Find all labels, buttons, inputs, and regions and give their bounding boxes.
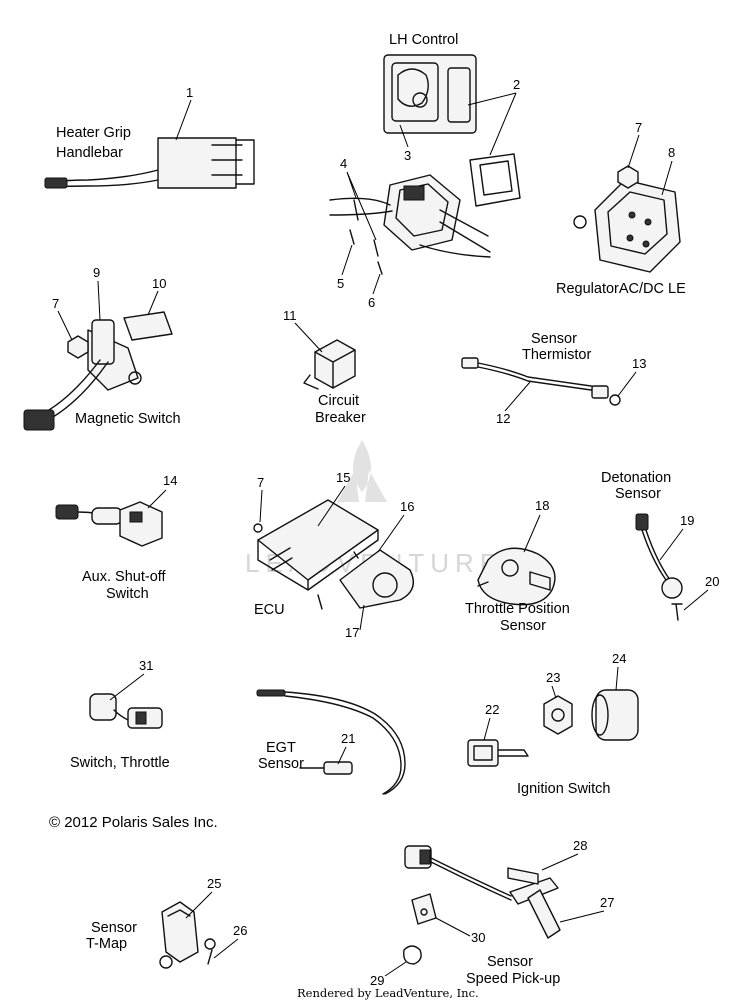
label-ecu: ECU [254, 602, 285, 618]
label-handlebar: Handlebar [56, 145, 123, 161]
part-throttle-position-sensor [477, 547, 556, 606]
rendered-by-text: Rendered by LeadVenture, Inc. [297, 986, 479, 1000]
label-detonation: Detonation [601, 470, 671, 486]
callout-30: 30 [471, 930, 485, 945]
part-regulator [573, 165, 681, 273]
label-t-map-sensor: Sensor [91, 920, 137, 936]
callout-12: 12 [496, 411, 510, 426]
label-heater-grip: Heater Grip [56, 125, 131, 141]
part-egt-sensor [256, 689, 406, 795]
label-t-map: T-Map [86, 936, 127, 952]
callout-25: 25 [207, 876, 221, 891]
callout-26: 26 [233, 923, 247, 938]
callout-3: 3 [404, 148, 411, 163]
callout-7c: 7 [257, 475, 264, 490]
callout-19: 19 [680, 513, 694, 528]
part-heater-grip [44, 137, 255, 189]
label-detonation-sensor: Sensor [615, 486, 661, 502]
callout-7a: 7 [635, 120, 642, 135]
label-throttle-position-sensor: Sensor [500, 618, 546, 634]
part-detonation-sensor [635, 513, 683, 621]
callout-17: 17 [345, 625, 359, 640]
label-lh-control: LH Control [389, 32, 458, 48]
callout-4: 4 [340, 156, 347, 171]
callout-8: 8 [668, 145, 675, 160]
callout-20: 20 [705, 574, 719, 589]
callout-28: 28 [573, 838, 587, 853]
callout-24: 24 [612, 651, 626, 666]
part-lh-control [329, 54, 521, 275]
label-egt-sensor: Sensor [258, 756, 304, 772]
callout-16: 16 [400, 499, 414, 514]
copyright-text: © 2012 Polaris Sales Inc. [49, 814, 218, 831]
callout-23: 23 [546, 670, 560, 685]
label-egt: EGT [266, 740, 296, 756]
label-thermistor: Thermistor [522, 347, 591, 363]
callout-7b: 7 [52, 296, 59, 311]
label-switch-throttle: Switch, Throttle [70, 755, 170, 771]
callout-6: 6 [368, 295, 375, 310]
callout-22: 22 [485, 702, 499, 717]
label-throttle-position: Throttle Position [465, 601, 570, 617]
callout-13: 13 [632, 356, 646, 371]
callout-29: 29 [370, 973, 384, 988]
callout-5: 5 [337, 276, 344, 291]
callout-2: 2 [513, 77, 520, 92]
callout-27: 27 [600, 895, 614, 910]
label-sensor-thermistor-1: Sensor [531, 331, 577, 347]
label-aux-switch: Switch [106, 586, 149, 602]
callout-11: 11 [283, 308, 297, 323]
label-ignition-switch: Ignition Switch [517, 781, 611, 797]
part-aux-shutoff-switch [55, 501, 163, 547]
part-speed-pickup [403, 845, 561, 965]
part-sensor-thermistor [461, 357, 621, 406]
callout-10: 10 [152, 276, 166, 291]
label-regulator: RegulatorAC/DC LE [556, 281, 686, 297]
part-switch-throttle [89, 693, 163, 729]
label-aux-shutoff: Aux. Shut-off [82, 569, 167, 585]
callout-14: 14 [163, 473, 177, 488]
watermark-logo-icon [337, 440, 387, 502]
part-ignition-switch [467, 689, 639, 767]
callout-18: 18 [535, 498, 549, 513]
part-magnetic-switch [23, 311, 173, 431]
callout-15: 15 [336, 470, 350, 485]
label-speed-pickup: Speed Pick-up [466, 971, 560, 987]
part-sensor-t-map [159, 901, 216, 969]
label-breaker: Breaker [315, 410, 366, 426]
callout-9: 9 [93, 265, 100, 280]
callout-21: 21 [341, 731, 355, 746]
label-speed-sensor: Sensor [487, 954, 533, 970]
label-circuit: Circuit [318, 393, 359, 409]
label-magnetic-switch: Magnetic Switch [75, 411, 181, 427]
callout-1: 1 [186, 85, 193, 100]
part-circuit-breaker [303, 339, 356, 390]
callout-31: 31 [139, 658, 153, 673]
part-ecu [253, 499, 414, 610]
